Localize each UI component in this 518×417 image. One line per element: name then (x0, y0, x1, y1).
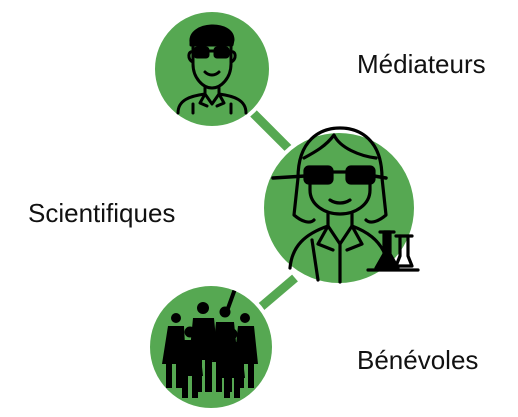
node-mediateurs (151, 8, 273, 130)
label-mediateurs: Médiateurs (357, 49, 486, 79)
label-benevoles: Bénévoles (357, 345, 479, 375)
volunteers-group-icon (162, 289, 258, 398)
node-benevoles (146, 282, 276, 412)
woman-scientist-icon (271, 126, 420, 284)
label-scientifiques: Scientifiques (28, 198, 176, 228)
node-scientifiques (260, 126, 420, 287)
man-with-glasses-icon (176, 24, 248, 115)
